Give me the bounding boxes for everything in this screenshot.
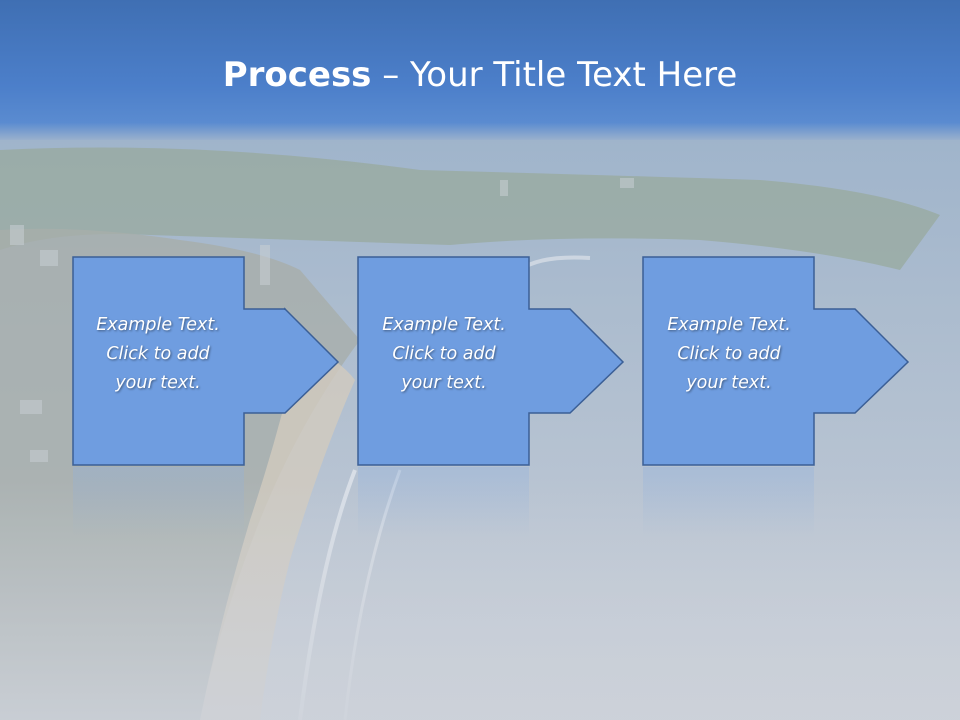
step-3-line-2: Click to add <box>677 344 781 364</box>
step-3-line-1: Example Text. <box>667 315 791 335</box>
slide-title[interactable]: Process – Your Title Text Here <box>0 52 960 98</box>
title-rest-text: – Your Title Text Here <box>371 55 738 95</box>
step-2-line-1: Example Text. <box>382 315 506 335</box>
step-1-line-3: your text. <box>115 373 201 393</box>
process-arrow-1[interactable] <box>72 256 340 466</box>
step-1-line-1: Example Text. <box>96 315 220 335</box>
step-2-line-2: Click to add <box>392 344 496 364</box>
process-arrow-2[interactable] <box>357 256 625 466</box>
process-arrow-3[interactable] <box>642 256 910 466</box>
step-2-line-3: your text. <box>401 373 487 393</box>
step-text-2[interactable]: Example Text. Click to add your text. <box>358 311 530 398</box>
step-3-line-3: your text. <box>686 373 772 393</box>
step-reflections <box>73 467 814 537</box>
step-1-line-2: Click to add <box>106 344 210 364</box>
step-text-3[interactable]: Example Text. Click to add your text. <box>643 311 815 398</box>
title-bold-text: Process <box>222 55 372 95</box>
step-text-1[interactable]: Example Text. Click to add your text. <box>72 311 244 398</box>
